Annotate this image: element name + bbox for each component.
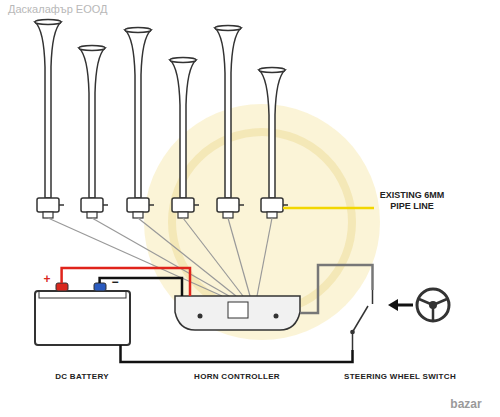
- air-horn: [170, 58, 199, 219]
- air-horn: [215, 26, 244, 219]
- air-horn: [35, 20, 64, 219]
- horn-wire: [92, 218, 229, 296]
- air-horn: [259, 68, 288, 219]
- controller-node: HORN CONTROLLER: [175, 296, 300, 330]
- horn-wire: [257, 218, 272, 296]
- horn-wire: [48, 218, 222, 296]
- steering-wheel-icon: [417, 289, 449, 321]
- horn-group: [35, 20, 288, 297]
- positive-wire: [62, 268, 190, 296]
- node-caption: STEERING WHEEL SWITCH: [325, 372, 475, 381]
- watermark-ring: [172, 132, 352, 312]
- horn-wire: [228, 218, 250, 296]
- air-horn: [125, 28, 154, 219]
- component-label: STEERING WHEEL SWITCH: [325, 372, 475, 381]
- component-label: HORN CONTROLLER: [172, 372, 302, 381]
- horn-wire: [138, 218, 236, 296]
- component-label: DC BATTERY: [22, 372, 142, 381]
- polarity-mark: −: [108, 275, 122, 289]
- controller-symbol: [175, 296, 300, 330]
- switch-wire: [300, 265, 373, 313]
- switch-node: STEERING WHEEL SWITCH: [335, 290, 385, 350]
- battery-symbol: [35, 283, 130, 345]
- watermark: Даскалафър ЕООД: [8, 3, 168, 16]
- horn-wire: [183, 218, 243, 296]
- node-caption: DC BATTERY: [22, 372, 142, 381]
- air-horn: [79, 46, 108, 219]
- ground-wire: [121, 345, 353, 362]
- pipe-note: EXISTING 6MM PIPE LINE: [376, 190, 448, 212]
- push-arrow: [388, 299, 413, 311]
- polarity-mark: +: [40, 272, 54, 286]
- switch-symbol: [351, 290, 373, 350]
- battery-node: DC BATTERY: [35, 283, 130, 345]
- pipe-line: [283, 207, 374, 210]
- watermark: bazar: [440, 397, 492, 411]
- node-caption: HORN CONTROLLER: [172, 372, 302, 381]
